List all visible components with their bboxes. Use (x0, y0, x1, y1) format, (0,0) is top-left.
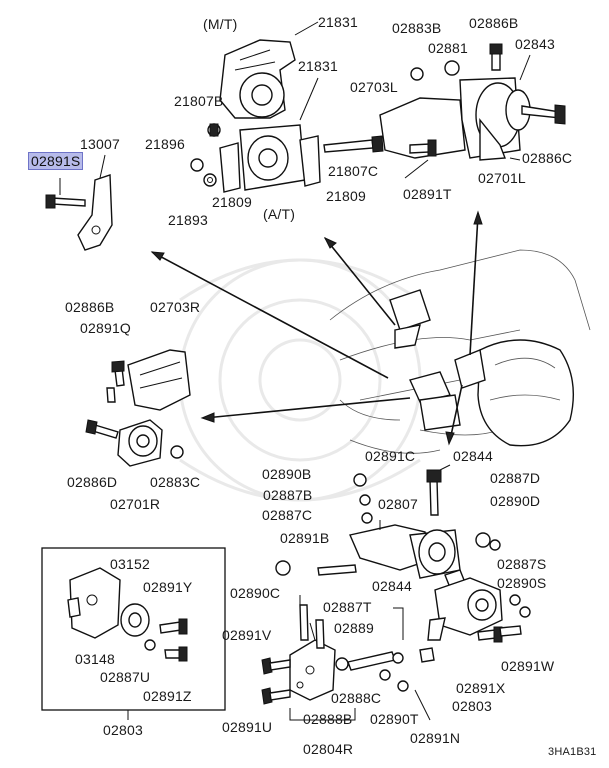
label-02886c: 02886C (522, 150, 573, 166)
label-02891t: 02891T (403, 186, 452, 202)
label-02890d: 02890D (490, 493, 541, 509)
label-02891c: 02891C (365, 448, 416, 464)
label-02703r: 02703R (150, 299, 201, 315)
label-02886d: 02886D (67, 474, 118, 490)
label-02887d: 02887D (490, 470, 541, 486)
mount-02701r (85, 349, 191, 467)
label-03148: 03148 (75, 651, 115, 667)
diagram-code: 3HA1B31 (548, 746, 597, 758)
label-21831: 21831 (298, 58, 338, 74)
label-02891q: 02891Q (80, 320, 132, 336)
label-02888c: 02888C (331, 690, 382, 706)
washer-21896-21893 (190, 158, 217, 187)
label-02887c: 02887C (262, 507, 313, 523)
leader-lines (289, 157, 521, 721)
label-02890t: 02890T (370, 711, 419, 727)
label-02803-inset: 02803 (103, 722, 143, 738)
label-02891v: 02891V (222, 627, 272, 643)
watermark-emblem (178, 258, 422, 502)
mt-mount-21831 (219, 21, 319, 119)
label-21807b: 21807B (174, 93, 224, 109)
label-02883c: 02883C (150, 474, 201, 490)
label-02891y: 02891Y (143, 579, 193, 595)
mount-02807-assembly (275, 469, 501, 601)
label-02804r: 02804R (303, 741, 354, 757)
label-21807c: 21807C (328, 163, 379, 179)
label-02891z: 02891Z (143, 688, 192, 704)
bolt-21807c (323, 135, 384, 153)
label-02891w: 02891W (501, 658, 555, 674)
label-02701r: 02701R (110, 496, 161, 512)
label-21896: 21896 (145, 136, 185, 152)
label-02887b: 02887B (263, 487, 313, 503)
label-02887u: 02887U (100, 669, 151, 685)
at-mount-21831 (207, 77, 321, 193)
label-21809-left: 21809 (212, 194, 252, 210)
label-02890s: 02890S (497, 575, 547, 591)
label-02887s: 02887S (497, 556, 547, 572)
label-21809-right: 21809 (326, 188, 366, 204)
label-02881: 02881 (428, 40, 468, 56)
label-13007: 13007 (80, 136, 120, 152)
label-02886b-top: 02886B (469, 15, 519, 31)
label-02703l: 02703L (350, 79, 398, 95)
inset-box-02803 (41, 547, 226, 720)
label-02803: 02803 (452, 698, 492, 714)
label-02891x: 02891X (456, 680, 506, 696)
engine-bay-outline (329, 249, 591, 454)
label-21831-top: 21831 (318, 14, 358, 30)
label-02807: 02807 (378, 496, 418, 512)
label-02891b: 02891B (280, 530, 330, 546)
label-02883b: 02883B (392, 20, 442, 36)
label-at: (A/T) (263, 206, 296, 222)
label-02844: 02844 (372, 578, 412, 594)
label-02890c: 02890C (230, 585, 281, 601)
label-02891s-highlighted[interactable]: 02891S (28, 152, 84, 170)
label-02886b: 02886B (65, 299, 115, 315)
mount-02803-right (427, 577, 531, 643)
callout-arrows (150, 210, 483, 446)
label-02888b: 02888B (303, 711, 353, 727)
label-02890b: 02890B (262, 466, 312, 482)
label-02843: 02843 (515, 36, 555, 52)
label-02887t: 02887T (323, 599, 372, 615)
bracket-13007 (45, 154, 113, 251)
label-02889: 02889 (334, 620, 374, 636)
label-02701l: 02701L (478, 170, 526, 186)
label-mt: (M/T) (203, 16, 238, 32)
label-02891n: 02891N (410, 730, 461, 746)
label-03152: 03152 (110, 556, 150, 572)
label-21893: 21893 (168, 212, 208, 228)
label-02891u: 02891U (222, 719, 273, 735)
mount-02701l (379, 43, 566, 161)
label-02844-top: 02844 (453, 448, 493, 464)
